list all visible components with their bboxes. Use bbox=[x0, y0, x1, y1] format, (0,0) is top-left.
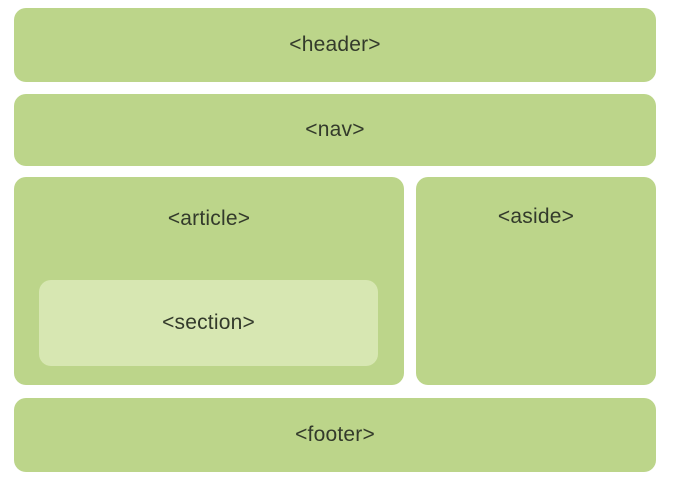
header-block: <header> bbox=[14, 8, 656, 82]
nav-block: <nav> bbox=[14, 94, 656, 166]
nav-label: <nav> bbox=[305, 118, 365, 141]
section-label: <section> bbox=[162, 311, 255, 334]
footer-label: <footer> bbox=[295, 423, 375, 446]
header-label: <header> bbox=[289, 33, 381, 56]
section-block: <section> bbox=[39, 280, 378, 366]
article-label: <article> bbox=[167, 207, 251, 230]
aside-label: <aside> bbox=[497, 205, 575, 228]
footer-block: <footer> bbox=[14, 398, 656, 472]
aside-block: <aside> bbox=[416, 177, 656, 385]
